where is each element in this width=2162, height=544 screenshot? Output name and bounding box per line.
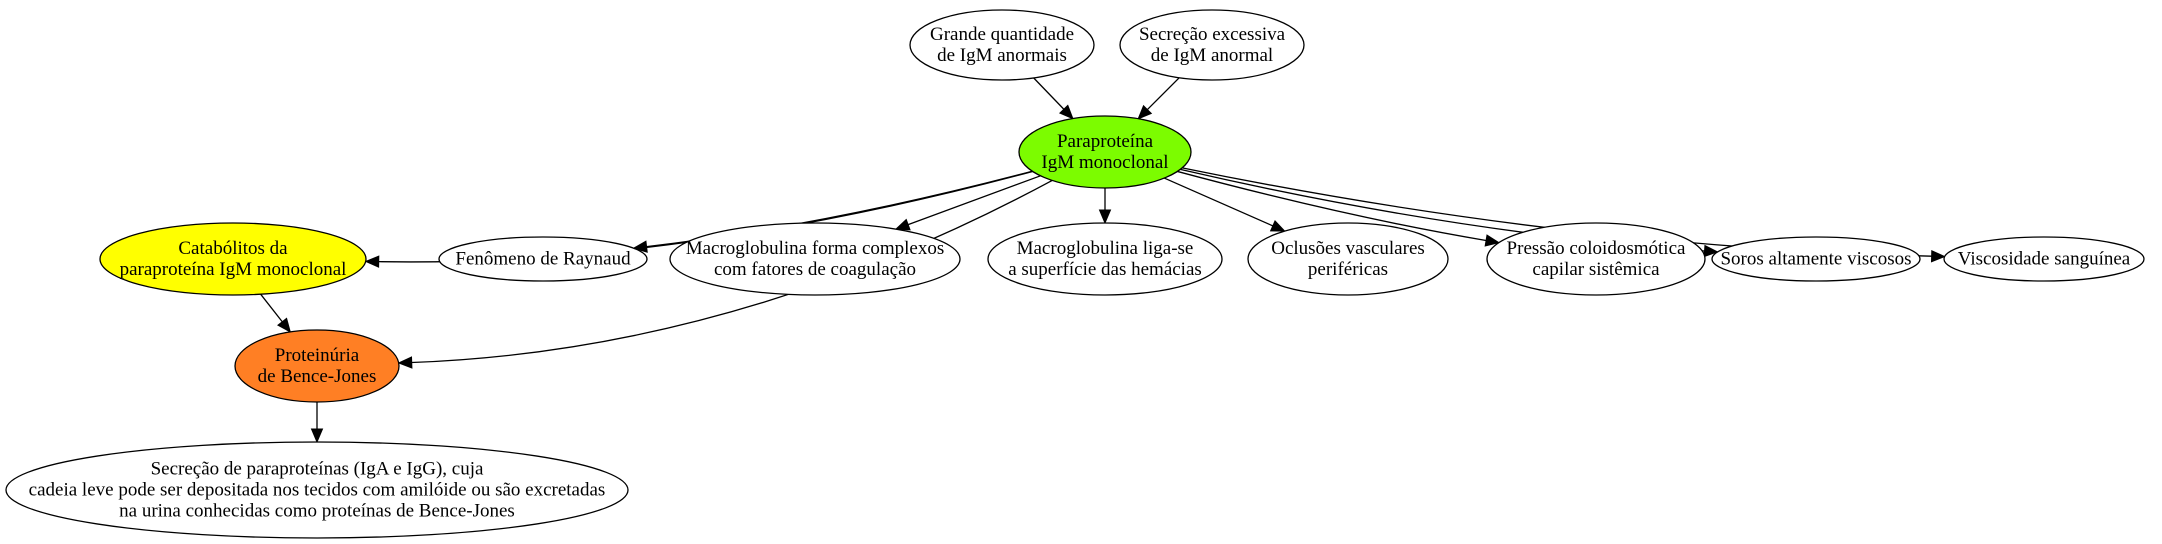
node-shape	[669, 222, 961, 296]
arrowhead-paraproteina-to-oclusoes	[1269, 219, 1286, 232]
node-label-line: de IgM anormais	[937, 45, 1067, 66]
node-shape	[99, 222, 367, 296]
node-label-line: com fatores de coagulação	[714, 259, 916, 280]
edge-paraproteina-to-oclusoes	[1163, 177, 1274, 227]
node-shape	[438, 236, 648, 282]
node-label-line: IgM monoclonal	[1041, 152, 1168, 173]
node-shape	[1119, 9, 1305, 81]
node-label-line: a superfície das hemácias	[1008, 259, 1202, 280]
arrowhead-paraproteina-to-hemacias	[1098, 209, 1112, 225]
node-shape	[1247, 222, 1449, 296]
node-raynaud: Fenômeno de Raynaud	[438, 236, 648, 282]
node-label-line: Secreção de paraproteínas (IgA e IgG), c…	[151, 459, 484, 480]
node-label-line: periféricas	[1308, 259, 1388, 280]
node-label-line: Secreção excessiva	[1139, 24, 1286, 45]
node-shape	[987, 222, 1223, 296]
arrowhead-paraproteina-to-bence	[397, 356, 413, 369]
node-shape	[234, 329, 400, 403]
node-label-line: Macroglobulina forma complexos	[686, 238, 945, 259]
node-label-line: Pressão coloidosmótica	[1507, 238, 1686, 259]
node-hemacias: Macroglobulina liga-sea superfície das h…	[987, 222, 1223, 296]
arrowhead-paraproteina-to-raynaud	[632, 240, 648, 253]
node-label-line: Catabólitos da	[178, 238, 288, 259]
node-shape	[909, 9, 1095, 81]
node-label-line: Proteinúria	[275, 345, 360, 366]
node-label-line: Oclusões vasculares	[1271, 238, 1425, 259]
node-label-line: Macroglobulina liga-se	[1017, 238, 1194, 259]
edge-paraproteina-to-pressao	[1177, 170, 1487, 242]
arrowhead-paraproteina-to-soros	[1703, 244, 1719, 258]
node-shape	[1486, 222, 1706, 296]
arrowhead-secrecao-to-paraproteina	[1137, 104, 1153, 120]
node-label-line: Grande quantidade	[930, 24, 1074, 45]
arrowhead-bence-to-secrecao-parap	[310, 428, 324, 444]
arrowhead-grande-to-paraproteina	[1058, 104, 1074, 120]
node-label-line: de IgM anormal	[1151, 45, 1273, 66]
node-label-line: capilar sistêmica	[1532, 259, 1660, 280]
edge-grande-to-paraproteina	[1033, 77, 1065, 110]
node-label-line: de Bence-Jones	[258, 366, 377, 387]
node-soros: Soros altamente viscosos	[1711, 236, 1921, 282]
node-label-line: na urina conhecidas como proteínas de Be…	[119, 501, 515, 522]
arrowhead-paraproteina-to-complexos	[894, 218, 911, 231]
arrowhead-catabolitos-to-bence	[277, 317, 292, 333]
edge-paraproteina-to-complexos	[907, 175, 1041, 226]
edge-catabolitos-to-bence	[260, 293, 283, 323]
node-label-line: cadeia leve pode ser depositada nos teci…	[29, 480, 606, 501]
arrowhead-paraproteina-to-catabolitos	[364, 255, 380, 268]
node-label-line: Soros altamente viscosos	[1720, 249, 1911, 270]
node-shape	[1711, 236, 1921, 282]
edge-paraproteina-to-bence	[411, 179, 1053, 364]
node-shape	[5, 441, 629, 539]
node-label-line: Fenômeno de Raynaud	[455, 249, 631, 270]
arrowhead-paraproteina-to-viscosidade	[1930, 249, 1946, 263]
node-shape	[1943, 236, 2145, 282]
arrowhead-paraproteina-to-pressao	[1484, 234, 1501, 247]
node-shape	[1018, 115, 1192, 189]
node-secrecao-parap: Secreção de paraproteínas (IgA e IgG), c…	[5, 441, 629, 539]
node-label-line: Paraproteína	[1057, 131, 1154, 152]
node-viscosidade: Viscosidade sanguínea	[1943, 236, 2145, 282]
edge-secrecao-to-paraproteina	[1146, 77, 1180, 111]
node-label-line: Viscosidade sanguínea	[1958, 249, 2131, 270]
node-label-line: paraproteína IgM monoclonal	[120, 259, 347, 280]
